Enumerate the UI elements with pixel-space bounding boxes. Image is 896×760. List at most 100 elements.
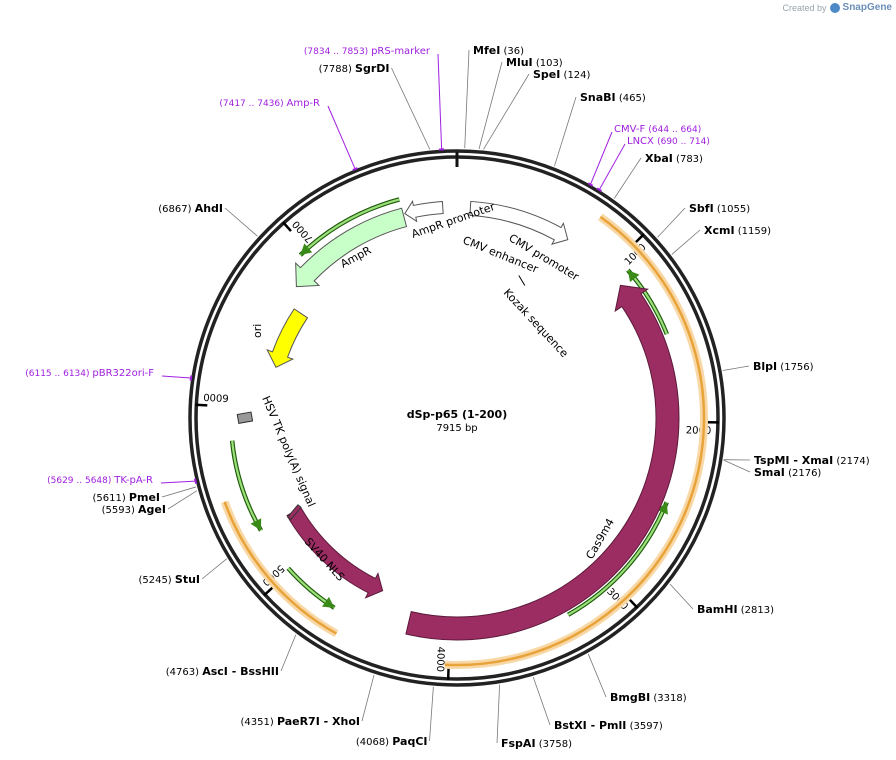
- enzyme-label-pmei: (5611) PmeI: [92, 491, 160, 504]
- primer-name-4: pBR322ori-F: [92, 368, 154, 379]
- tick-label-2000: 2000: [686, 425, 712, 436]
- primer-label-0: (7834 .. 7853) pRS-marker: [304, 46, 431, 57]
- enzyme-pos-11: (3318): [650, 693, 687, 704]
- enzyme-label-xbai: XbaI (783): [645, 152, 703, 165]
- primer-mark-1: [352, 167, 358, 171]
- feature-ampr: [295, 207, 408, 288]
- primer-label-5: (5629 .. 5648) TK-pA-R: [47, 475, 153, 486]
- enzyme-pos-21: (7788): [319, 64, 355, 75]
- enzyme-label-smai: SmaI (2176): [754, 466, 821, 479]
- feature-cmv-enhancer-arrow: [469, 200, 569, 245]
- enzyme-name-2: SpeI: [533, 68, 560, 81]
- feature-cas9m4: [405, 284, 680, 641]
- enzyme-pos-10: (2813): [738, 605, 775, 616]
- primer-name-1: Amp-R: [287, 98, 321, 109]
- enzyme-leader-4: [613, 157, 642, 199]
- enzyme-name-1: MluI: [506, 56, 533, 69]
- credit-prefix: Created by: [782, 2, 827, 13]
- enzyme-label-mfei: MfeI (36): [473, 44, 524, 57]
- credit-brand: SnapGene: [842, 2, 892, 13]
- tick-label-6000: 6000: [203, 391, 229, 403]
- enzyme-label-tspmi: TspMI - XmaI (2174): [754, 454, 870, 467]
- primer-name-0: pRS-marker: [371, 46, 431, 57]
- label-ori: ori: [251, 324, 264, 338]
- enzyme-pos-14: (4068): [356, 737, 392, 748]
- enzyme-leader-3: [554, 96, 577, 167]
- enzyme-label-bamhi: BamHI (2813): [697, 603, 774, 616]
- enzyme-label-sgrdi: (7788) SgrDI: [319, 62, 390, 75]
- enzyme-name-7: BlpI: [753, 360, 777, 373]
- enzyme-pos-8: (2174): [833, 456, 870, 467]
- primer-label-1: (7417 .. 7436) Amp-R: [219, 98, 320, 109]
- orf-tracks: [220, 197, 708, 669]
- enzyme-pos-19: (5611): [92, 493, 128, 504]
- enzyme-leader-1: [478, 61, 503, 150]
- enzyme-label-fspai: FspAI (3758): [501, 737, 572, 750]
- enzyme-name2-15: - XhoI: [320, 715, 360, 728]
- snapgene-credit: Created by SnapGene: [783, 2, 893, 13]
- tick-1000: [634, 233, 645, 244]
- enzyme-leader-6: [671, 229, 701, 255]
- enzyme-name-15: PaeR7I: [277, 715, 320, 728]
- enzyme-pos-4: (783): [673, 154, 703, 165]
- orf-arrow-3-head: [321, 596, 335, 608]
- tick-label-4000: 4000: [434, 646, 446, 672]
- enzyme-label-paer7i: (4351) PaeR7I - XhoI: [241, 715, 361, 728]
- enzyme-name-17: StuI: [175, 573, 200, 586]
- enzyme-label-bmgbi: BmgBI (3318): [610, 691, 687, 704]
- enzyme-leader-9: [723, 459, 751, 473]
- enzyme-sites: MfeI (36)MluI (103)SpeI (124)SnaBI (465)…: [92, 44, 869, 750]
- label-hsv-tk-polya: HSV TK poly(A) signal: [259, 394, 318, 509]
- primer-mark-4: [189, 375, 193, 381]
- primer-mark-3: [596, 187, 602, 192]
- plasmid-length: 7915 bp: [436, 423, 477, 434]
- enzyme-name-4: XbaI: [645, 152, 673, 165]
- enzyme-name-21: SgrDI: [355, 62, 389, 75]
- feature-ori: [266, 308, 309, 368]
- enzyme-label-agei: (5593) AgeI: [102, 503, 166, 516]
- enzyme-pos-6: (1159): [735, 226, 772, 237]
- backbone-outer: [188, 149, 726, 687]
- primer-label-4: (6115 .. 6134) pBR322ori-F: [25, 368, 154, 379]
- enzyme-name2-12: - PmlI: [587, 719, 627, 732]
- primer-name-3: LNCX: [627, 136, 657, 147]
- enzyme-name-19: PmeI: [129, 491, 160, 504]
- enzyme-name-6: XcmI: [704, 224, 735, 237]
- primer-leader-5: [160, 480, 196, 484]
- enzyme-pos-15: (4351): [241, 717, 277, 728]
- enzyme-pos-20: (6867): [158, 204, 194, 215]
- enzyme-label-paqci: (4068) PaqCI: [356, 735, 428, 748]
- primer-range-1: (7417 .. 7436): [219, 99, 286, 109]
- enzyme-leader-0: [464, 49, 470, 149]
- enzyme-leader-14: [429, 686, 434, 742]
- enzyme-pos-13: (3758): [536, 739, 573, 750]
- orf-arrow-5-fill: [299, 198, 400, 256]
- enzyme-leader-17: [201, 558, 227, 580]
- primer-mark-2: [587, 182, 594, 187]
- enzyme-name-10: BamHI: [697, 603, 738, 616]
- enzyme-pos-17: (5245): [138, 575, 174, 586]
- enzyme-leader-18: [167, 490, 198, 510]
- enzyme-name2-8: - XmaI: [790, 454, 834, 467]
- enzyme-name-14: PaqCI: [392, 735, 427, 748]
- primer-label-3: LNCX (690 .. 714): [627, 136, 710, 147]
- enzyme-name-3: SnaBI: [580, 91, 616, 104]
- enzyme-pos-2: (124): [560, 70, 590, 81]
- enzyme-pos-7: (1756): [777, 362, 814, 373]
- enzyme-leader-12: [532, 676, 551, 726]
- orf-left-line: [223, 501, 338, 635]
- enzyme-name-8: TspMI: [754, 454, 790, 467]
- enzyme-pos-3: (465): [616, 93, 646, 104]
- enzyme-label-snabi: SnaBI (465): [580, 91, 646, 104]
- primer-leader-0: [437, 53, 443, 150]
- feature-sv40-nls: [286, 504, 302, 521]
- orf-arrow-4-fill: [231, 440, 262, 532]
- enzyme-name-12: BstXI: [554, 719, 587, 732]
- enzyme-leader-5: [657, 207, 686, 238]
- primer-leader-3: [598, 143, 626, 190]
- enzyme-name-0: MfeI: [473, 44, 500, 57]
- enzyme-leader-2: [483, 73, 530, 150]
- primer-range-0: (7834 .. 7853): [304, 47, 371, 57]
- primer-name-2: CMV-F: [614, 124, 648, 135]
- tick-label-7000: 7000: [291, 218, 316, 244]
